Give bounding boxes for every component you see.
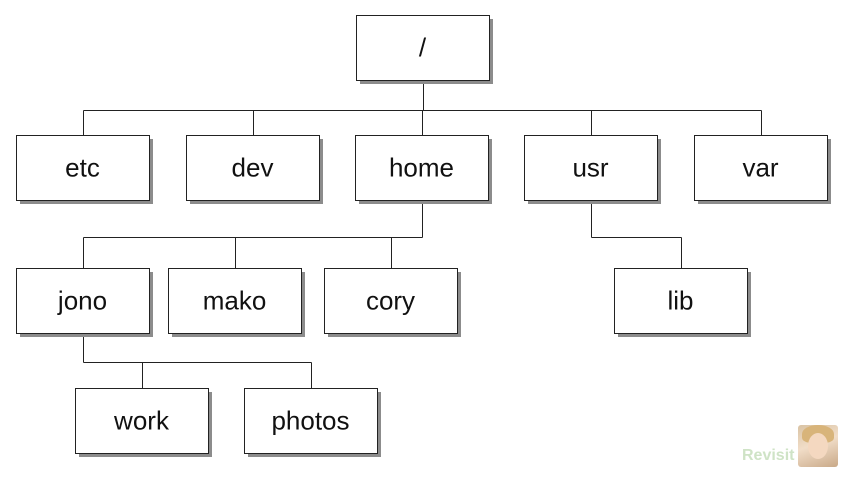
tree-edges [83, 80, 762, 388]
node-label: work [113, 406, 170, 436]
avatar [798, 425, 838, 467]
node-box [355, 135, 489, 201]
node-lib: lib [614, 268, 751, 337]
node-label: lib [667, 286, 693, 316]
node-label: var [742, 153, 778, 183]
node-label: dev [232, 153, 274, 183]
node-box [16, 135, 150, 201]
node-label: photos [271, 406, 349, 436]
node-box [324, 268, 458, 334]
node-label: / [419, 33, 427, 63]
node-label: jono [57, 286, 107, 316]
watermark-logo: Revisit [742, 425, 842, 469]
node-etc: etc [16, 135, 153, 204]
node-box [75, 388, 209, 454]
node-photos: photos [244, 388, 381, 457]
node-box [614, 268, 748, 334]
node-var: var [694, 135, 831, 204]
node-box [168, 268, 302, 334]
tree-nodes: / etc dev home usr var jono mako cory lib work phot… [16, 15, 831, 457]
node-usr: usr [524, 135, 661, 204]
node-root: / [356, 15, 493, 84]
node-box [524, 135, 658, 201]
node-work: work [75, 388, 212, 457]
node-box [186, 135, 320, 201]
node-mako: mako [168, 268, 305, 337]
node-box [694, 135, 828, 201]
node-label: etc [65, 153, 100, 183]
node-label: cory [366, 286, 415, 316]
node-jono: jono [16, 268, 153, 337]
node-home: home [355, 135, 492, 204]
node-label: usr [572, 153, 608, 183]
node-box [356, 15, 490, 81]
node-label: mako [203, 286, 267, 316]
node-label: home [389, 153, 454, 183]
node-box [244, 388, 378, 454]
watermark-text: Revisit [742, 447, 795, 464]
node-box [16, 268, 150, 334]
node-dev: dev [186, 135, 323, 204]
node-cory: cory [324, 268, 461, 337]
